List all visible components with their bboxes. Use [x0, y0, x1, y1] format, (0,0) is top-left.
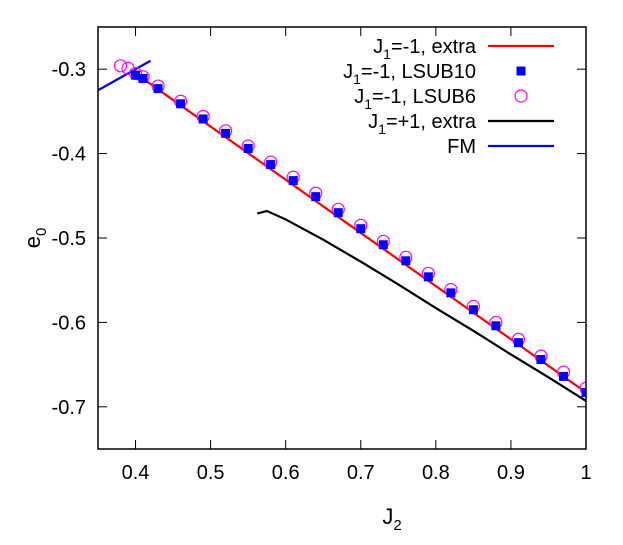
y-axis-label: e0	[20, 228, 50, 249]
x-tick-label: 1	[580, 462, 591, 484]
series-1-point	[581, 387, 586, 397]
legend-label: J1=-1, LSUB10	[343, 61, 476, 87]
series-1-point	[288, 176, 298, 186]
series-2-point	[113, 59, 128, 73]
series-1-point	[423, 272, 433, 282]
series-1-point	[153, 84, 163, 94]
y-tick-label: -0.6	[52, 312, 86, 334]
series-1-point	[558, 371, 568, 381]
series-1-point	[311, 192, 321, 202]
x-axis-label: J2	[382, 504, 401, 534]
series-1-point	[446, 288, 456, 298]
legend-label: J1=-1, LSUB6	[354, 86, 476, 112]
legend-swatch	[514, 89, 528, 103]
ticks-layer: 0.4 0.5 0.6 0.7 0.8 0.9 1 -0.3 -0.4 -0.5 -0.6 -0.7	[52, 27, 592, 484]
series-1-point	[401, 256, 411, 266]
series-1-point	[536, 355, 546, 365]
x-tick-label: 0.6	[272, 462, 300, 484]
x-tick-label: 0.7	[347, 462, 375, 484]
series-1-point	[138, 73, 148, 83]
series-1-point	[198, 114, 208, 124]
x-tick-label: 0.4	[122, 462, 150, 484]
series-1-point	[176, 99, 186, 109]
series-1-point	[333, 208, 343, 218]
y-tick-label: -0.5	[52, 228, 86, 250]
labels-layer: J2 e0	[20, 228, 402, 534]
legend-label: J1=+1, extra	[368, 111, 477, 137]
series-4-line	[98, 59, 152, 92]
legend-label: J1=-1, extra	[373, 36, 477, 62]
x-tick-label: 0.9	[497, 462, 525, 484]
series-3-line	[256, 209, 586, 402]
series-1-point	[513, 338, 523, 348]
series-1-point	[378, 240, 388, 250]
series-1-point	[243, 144, 253, 154]
series-1-point	[131, 70, 141, 80]
legend-label: FM	[447, 136, 476, 158]
plot-frame	[97, 26, 587, 450]
series-2-point	[121, 61, 135, 75]
series-2-point	[579, 381, 586, 395]
series-layer	[98, 59, 586, 402]
series-1-point	[266, 160, 276, 170]
series-1-point	[221, 128, 231, 138]
series-1-point	[491, 321, 501, 331]
series-1-point	[468, 305, 478, 315]
series-1-point	[356, 224, 366, 234]
y-tick-label: -0.3	[52, 59, 86, 81]
y-tick-label: -0.7	[52, 397, 86, 419]
legend-swatch	[516, 66, 526, 76]
x-tick-label: 0.8	[422, 462, 450, 484]
y-tick-label: -0.4	[52, 144, 86, 166]
x-tick-label: 0.5	[197, 462, 225, 484]
